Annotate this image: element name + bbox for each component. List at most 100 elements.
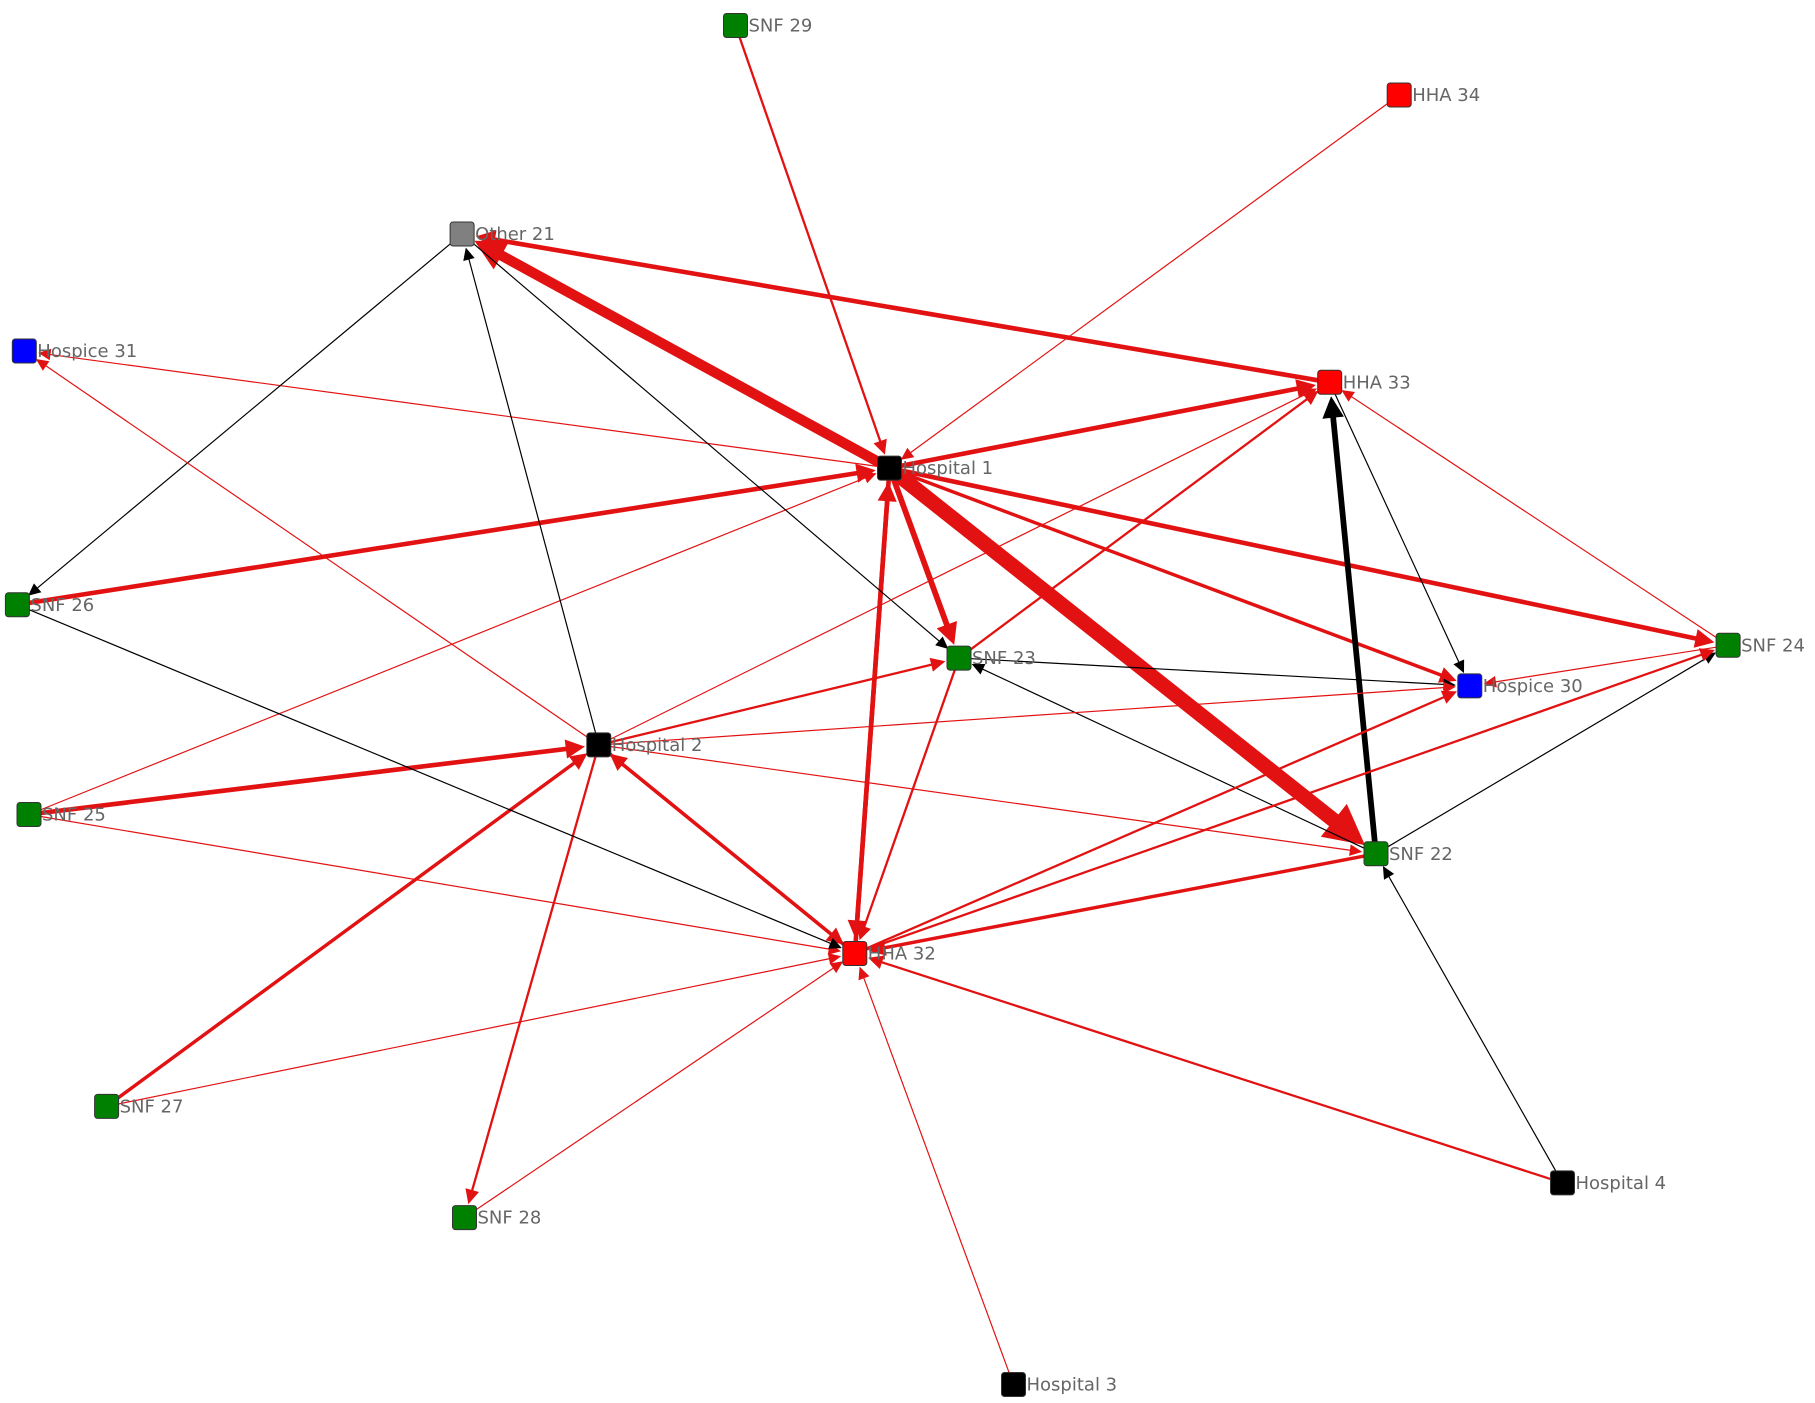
snf-node-square[interactable] [723,13,748,38]
edge-arrowhead [1349,844,1363,856]
edge-s29-h1 [738,36,887,455]
edge-arrowhead [1443,681,1456,694]
edge-line [862,669,957,929]
node-s29[interactable]: SNF 29 [723,13,813,38]
node-h4[interactable]: Hospital 4 [1550,1170,1667,1196]
edge-line [970,658,1446,686]
edge-line [862,976,1010,1374]
edge-h2-hs30 [610,681,1456,745]
edge-h4-s22 [1382,866,1558,1173]
node-o21[interactable]: Other 21 [449,221,555,247]
edge-line [890,478,951,628]
snf-node-square[interactable] [16,802,42,827]
node-s27[interactable]: SNF 27 [94,1093,184,1119]
snf-node-square[interactable] [452,1205,477,1231]
hospice-node-square[interactable] [1457,673,1483,699]
snf-node-square[interactable] [946,645,972,671]
edge-line [1385,657,1708,849]
other-node-square[interactable] [449,221,475,247]
edge-s24-a33 [1341,390,1719,640]
node-s28[interactable]: SNF 28 [452,1205,542,1231]
node-label: SNF 27 [120,1096,184,1117]
edge-arrowhead [38,348,52,361]
edge-line [900,386,1300,469]
snf-node-square[interactable] [1715,632,1741,658]
node-layer: Hospital 1 Hospital 2 Hospital 3 Hospital 4… [4,13,1805,1397]
hha-node-square[interactable] [1386,82,1412,108]
edge-s23-hs30 [970,658,1456,691]
edge-arrowhead [475,230,497,249]
node-label: SNF 29 [749,16,813,37]
edge-line [882,854,1365,950]
edge-line [894,469,1341,828]
edge-line [1349,395,1719,640]
node-a32[interactable]: HHA 32 [842,941,936,966]
edge-layer [28,36,1719,1374]
edge-o21-s26 [28,241,454,596]
node-s26[interactable]: SNF 26 [4,592,94,618]
node-s22[interactable]: SNF 22 [1363,841,1453,867]
edge-arrowhead [873,438,887,455]
edge-o21-s23 [470,241,949,649]
hospital-node-square[interactable] [1001,1372,1026,1397]
node-label: SNF 25 [42,805,106,826]
edge-line [738,36,882,444]
node-s23[interactable]: SNF 23 [946,645,1036,671]
edge-h1-s22 [894,469,1365,846]
edge-h1-a33 [900,379,1316,469]
snf-node-square[interactable] [4,592,30,618]
node-s25[interactable]: SNF 25 [16,802,106,827]
node-hs30[interactable]: Hospice 30 [1457,673,1583,699]
edge-line [28,470,860,606]
edge-line [40,815,831,950]
edge-arrowhead [936,621,957,645]
edge-line [1334,392,1461,664]
edge-arrowhead [929,657,946,672]
node-label: Hospital 1 [903,458,994,479]
node-hs31[interactable]: Hospice 31 [11,338,137,364]
node-a34[interactable]: HHA 34 [1386,82,1480,108]
edge-line [497,249,882,467]
edge-arrowhead [828,938,842,949]
node-h3[interactable]: Hospital 3 [1001,1372,1118,1397]
hospital-node-square[interactable] [1550,1170,1575,1196]
edge-arrowhead [900,447,915,460]
edge-arrowhead [857,924,871,941]
edge-s23-a33 [968,390,1319,652]
edge-line [48,353,878,467]
edge-arrowhead [1453,659,1465,674]
edge-line [968,397,1309,652]
edge-line [853,499,890,942]
edge-line [609,392,1309,741]
edge-a32-h1 [853,482,897,942]
node-h1[interactable]: Hospital 1 [877,455,994,481]
edge-arrowhead [28,583,42,596]
node-h2[interactable]: Hospital 2 [586,732,703,758]
snf-node-square[interactable] [1363,841,1389,867]
edge-h1-o21 [474,240,882,467]
hospital-node-square[interactable] [586,732,612,758]
edge-line [28,608,833,945]
edge-arrowhead [569,753,588,770]
snf-node-square[interactable] [94,1093,120,1119]
node-label: Hospital 2 [612,735,703,756]
edge-line [610,746,1352,852]
hha-node-square[interactable] [1317,369,1343,395]
node-a33[interactable]: HHA 33 [1317,369,1411,395]
edge-a32-s24 [865,648,1715,951]
node-s24[interactable]: SNF 24 [1715,632,1805,658]
edge-arrowhead [862,472,877,484]
edge-s23-a32 [857,669,957,941]
edge-arrowhead [1295,379,1316,399]
edge-arrowhead [1698,648,1715,662]
edge-a33-o21 [475,230,1319,383]
edge-h2-hs31 [35,359,590,739]
edge-arrowhead [827,953,842,965]
hha-node-square[interactable] [842,941,868,966]
hospice-node-square[interactable] [11,338,37,364]
edge-line [607,751,834,937]
hospital-node-square[interactable] [877,455,902,481]
edge-h4-a32 [868,955,1552,1181]
edge-arrowhead [858,966,870,981]
